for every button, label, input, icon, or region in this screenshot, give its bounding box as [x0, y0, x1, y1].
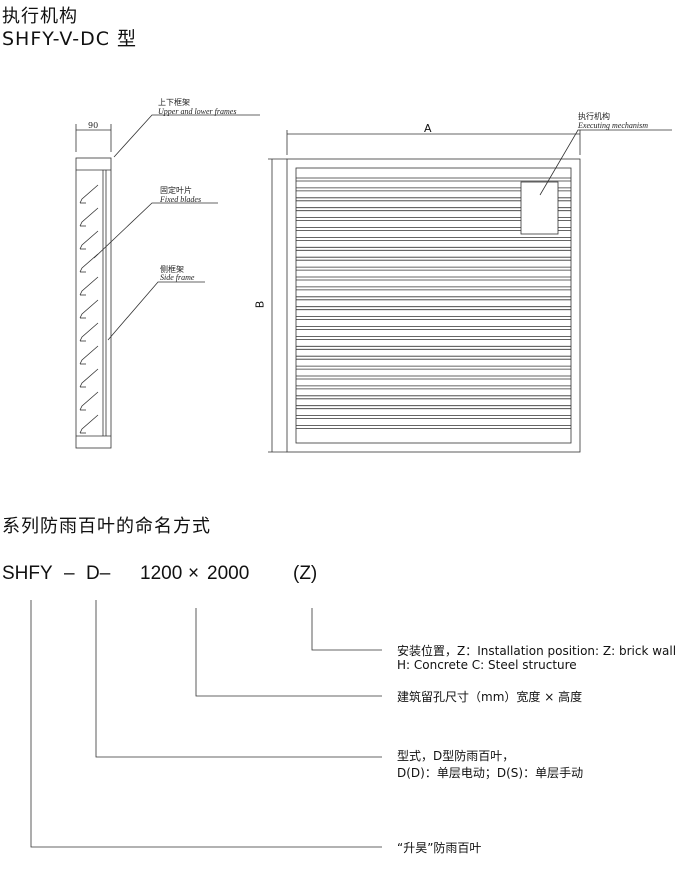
side-blade — [79, 184, 99, 204]
side-blade — [79, 253, 99, 273]
front-inner-frame — [295, 167, 572, 444]
desc-type-line2: D(D)：单层电动；D(S)：单层手动 — [397, 766, 584, 780]
side-blade — [79, 391, 99, 411]
desc-install-line1: 安装位置，Z：Installation position: Z: brick w… — [397, 644, 677, 658]
model-title: SHFY-V-DC 型 — [2, 28, 138, 50]
code-part-height: 2000 — [207, 563, 250, 584]
front-blades — [296, 177, 571, 429]
leader-blades — [93, 202, 218, 259]
label-frames-en: Upper and lower frames — [158, 107, 237, 116]
tree-line-install — [311, 608, 382, 651]
side-blade — [79, 414, 99, 434]
tree-line-type — [95, 600, 382, 758]
side-blade — [79, 322, 99, 342]
label-blades-cn: 固定叶片 — [160, 186, 192, 195]
dim-A-label: A — [424, 122, 432, 135]
naming-section-title: 系列防雨百叶的命名方式 — [2, 516, 211, 537]
label-side-cn: 侧框架 — [160, 265, 184, 274]
label-mech-en: Executing mechanism — [578, 121, 648, 130]
desc-type-line1: 型式，D型防雨百叶， — [397, 749, 515, 763]
leader-mech — [539, 129, 672, 196]
side-blade — [79, 299, 99, 319]
side-blade — [79, 230, 99, 250]
code-part-install: (Z) — [293, 563, 318, 584]
side-blade — [79, 345, 99, 365]
side-blade — [79, 207, 99, 227]
label-side-en: Side frame — [160, 273, 195, 282]
page-title: 执行机构 — [2, 6, 78, 27]
front-outer-frame — [286, 158, 581, 453]
side-blades — [79, 184, 99, 434]
desc-brand: “升昊”防雨百叶 — [397, 841, 482, 855]
code-part-dash: – — [64, 563, 75, 584]
side-blade — [79, 368, 99, 388]
desc-install-line2: H: Concrete C: Steel structure — [397, 658, 577, 672]
label-mech-cn: 执行机构 — [578, 112, 610, 121]
tree-line-brand — [30, 600, 382, 848]
side-view-outline — [75, 157, 112, 449]
dim-B-label: B — [253, 300, 267, 309]
code-part-times: × — [188, 563, 200, 584]
actuator-box — [520, 181, 559, 235]
label-blades-en: Fixed blades — [160, 195, 202, 204]
code-part-type: D– — [86, 563, 111, 584]
dim-width-label: 90 — [88, 121, 99, 130]
label-frames-cn: 上下框架 — [158, 98, 190, 107]
desc-size: 建筑留孔尺寸（mm）宽度 × 高度 — [397, 690, 583, 704]
code-part-width: 1200 — [140, 563, 183, 584]
leader-side — [107, 281, 205, 341]
code-part-brand: SHFY — [2, 563, 53, 584]
leader-frames — [113, 114, 260, 158]
tree-line-size — [195, 608, 382, 697]
side-blade — [79, 276, 99, 296]
